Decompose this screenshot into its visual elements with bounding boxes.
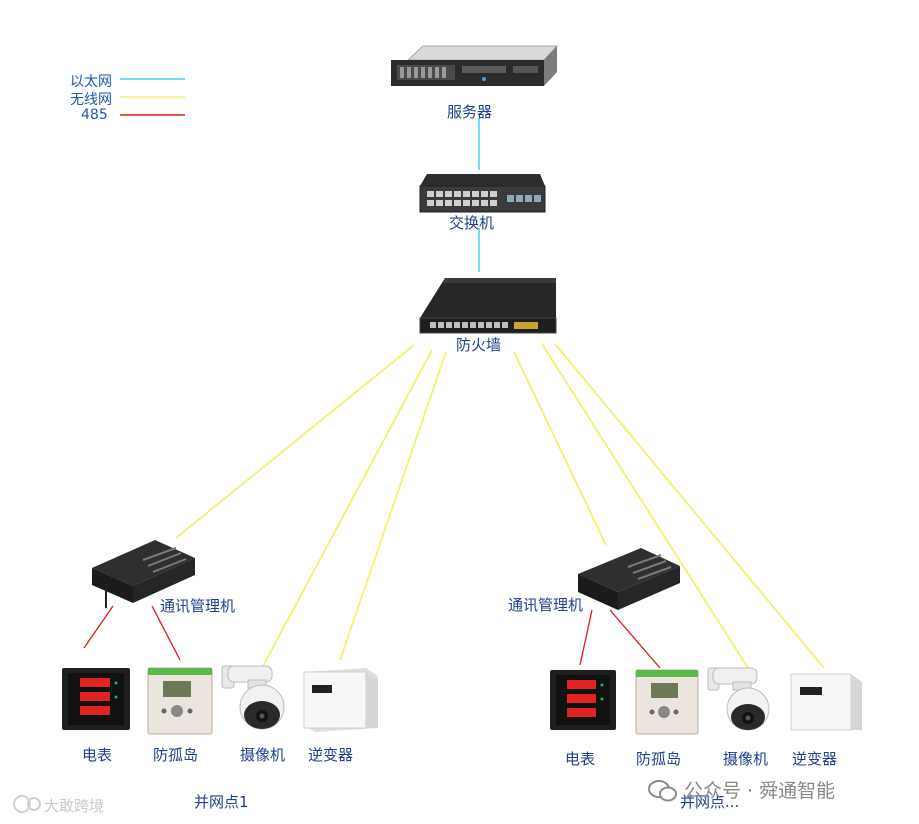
camera-right-label: 摄像机 — [723, 750, 769, 768]
server-icon — [391, 45, 559, 86]
firewall-icon — [419, 278, 557, 334]
link-comm-left-island — [151, 605, 181, 661]
anti-island-right-icon — [635, 669, 699, 735]
inverter-right-label: 逆变器 — [792, 750, 838, 768]
link-fw-inverter-right — [554, 343, 825, 669]
meter-right-label: 电表 — [565, 750, 596, 768]
inverter-left-label: 逆变器 — [308, 746, 354, 764]
wechat-logo-icon — [648, 780, 677, 802]
corner-watermark: 大敢跨境 — [44, 797, 105, 815]
link-comm-left-meter — [83, 605, 114, 649]
link-comm-right-meter — [579, 609, 593, 666]
anti-island-left-label: 防孤岛 — [153, 746, 199, 764]
legend-ethernet-label: 以太网 — [70, 74, 112, 90]
link-fw-camera-right — [541, 343, 749, 669]
site-right-label: 并网点... — [680, 793, 740, 811]
link-fw-comm-right — [513, 351, 607, 546]
firewall-label: 防火墙 — [456, 336, 502, 354]
link-fw-camera-left — [261, 349, 433, 669]
anti-island-right-label: 防孤岛 — [636, 750, 682, 768]
comm-manager-right-icon — [578, 548, 680, 610]
comm-manager-right-label: 通讯管理机 — [508, 596, 584, 614]
camera-left-label: 摄像机 — [240, 746, 286, 764]
link-fw-comm-left — [175, 344, 415, 539]
inverter-right-icon — [790, 673, 862, 731]
site-left-label: 并网点1 — [194, 793, 249, 811]
meter-right-icon — [550, 670, 616, 730]
account-watermark: 公众号 · 舜通智能 — [684, 780, 836, 802]
corner-logo-icon — [13, 795, 41, 813]
comm-manager-left-label: 通讯管理机 — [160, 597, 236, 615]
meter-left-label: 电表 — [82, 746, 113, 764]
camera-right-icon — [707, 667, 770, 731]
link-comm-right-island — [609, 609, 661, 669]
link-fw-inverter-left — [339, 351, 447, 661]
server-label: 服务器 — [447, 103, 493, 121]
camera-left-icon — [221, 665, 285, 730]
switch-icon — [419, 174, 546, 213]
inverter-left-icon — [303, 668, 378, 732]
meter-left-icon — [62, 668, 130, 730]
legend-485-label: 485 — [81, 107, 108, 123]
legend-wireless-label: 无线网 — [70, 92, 112, 108]
switch-label: 交换机 — [449, 214, 495, 232]
anti-island-left-icon — [147, 667, 213, 735]
comm-manager-left-icon — [92, 540, 195, 608]
